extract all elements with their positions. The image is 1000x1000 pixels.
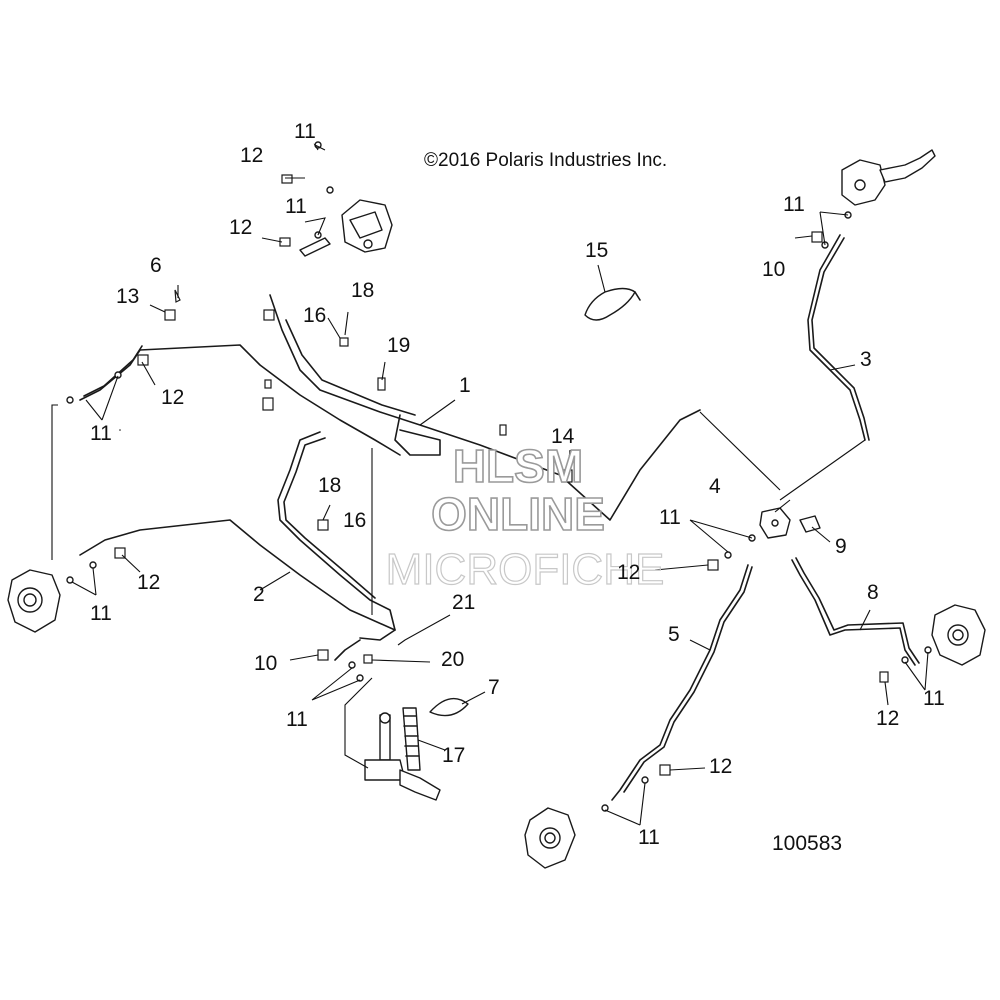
callout-label: 11 <box>294 120 316 143</box>
callout-label: 5 <box>668 623 680 646</box>
callout-label: 11 <box>923 687 945 710</box>
callout-label: 11 <box>286 708 308 731</box>
clamp-15 <box>584 287 641 321</box>
callout-label: 14 <box>551 425 575 448</box>
callout-label: 11 <box>90 602 112 625</box>
callout-label: 12 <box>240 144 263 167</box>
callout-label: 12 <box>709 755 732 778</box>
callout-label: 12 <box>161 386 184 409</box>
caliper-right <box>931 604 986 666</box>
hose-17 <box>402 707 421 771</box>
callout-label: 10 <box>254 652 277 675</box>
callout-label: 20 <box>441 648 464 671</box>
callout-label: 16 <box>343 509 366 532</box>
watermark-line-2: ONLINE <box>431 488 605 540</box>
callout-label: 4 <box>709 475 721 498</box>
master-cylinder-top-right <box>841 149 936 206</box>
callout-label: 9 <box>835 535 847 558</box>
callout-label: 7 <box>488 676 500 699</box>
watermark-line-3: MICROFICHE <box>386 545 665 594</box>
watermark: HLSM ONLINE MICROFICHE <box>385 439 665 594</box>
brake-line-1 <box>269 294 701 521</box>
callout-label: 12 <box>137 571 160 594</box>
copyright-notice: ©2016 Polaris Industries Inc. <box>424 150 667 171</box>
callout-label: 18 <box>351 279 374 302</box>
leader-lines <box>51 143 929 826</box>
callout-label: 17 <box>442 744 465 767</box>
callout-label: 12 <box>229 216 252 239</box>
brake-line-3 <box>807 234 870 441</box>
callout-label: 11 <box>638 826 660 849</box>
brake-line-2 <box>79 429 396 641</box>
switch-9 <box>799 515 821 533</box>
callout-label: 6 <box>150 254 162 277</box>
callout-label: 11 <box>90 422 112 445</box>
caliper-top <box>299 199 393 257</box>
callout-label: 11 <box>659 506 681 529</box>
master-cylinder-bottom <box>364 712 441 801</box>
distribution-block-4 <box>759 507 791 539</box>
callout-label: 16 <box>303 304 326 327</box>
callout-label: 1 <box>459 374 471 397</box>
diagram-reference-number: 100583 <box>772 832 842 855</box>
callout-labels: 11 12 11 12 6 13 16 18 19 12 11 1 14 15 … <box>90 120 945 849</box>
brake-line-8 <box>791 557 920 666</box>
callout-label: 12 <box>876 707 899 730</box>
callout-label: 3 <box>860 348 872 371</box>
callout-label: 12 <box>617 561 640 584</box>
callout-label: 8 <box>867 581 879 604</box>
caliper-bottom <box>524 807 576 869</box>
brake-line-rear-upper <box>79 344 401 456</box>
callout-label: 18 <box>318 474 341 497</box>
watermark-line-1: HLSM <box>453 440 583 492</box>
callout-label: 11 <box>285 195 307 218</box>
callout-label: 10 <box>762 258 785 281</box>
callout-label: 11 <box>783 193 805 216</box>
clamp-7 <box>429 697 469 717</box>
callout-label: 13 <box>116 285 139 308</box>
callout-label: 2 <box>253 583 265 606</box>
brake-line-21 <box>334 639 361 661</box>
callout-label: 21 <box>452 591 475 614</box>
brake-line-5 <box>611 564 753 801</box>
caliper-left <box>7 569 61 633</box>
callout-label: 19 <box>387 334 410 357</box>
callout-label: 15 <box>585 239 608 262</box>
